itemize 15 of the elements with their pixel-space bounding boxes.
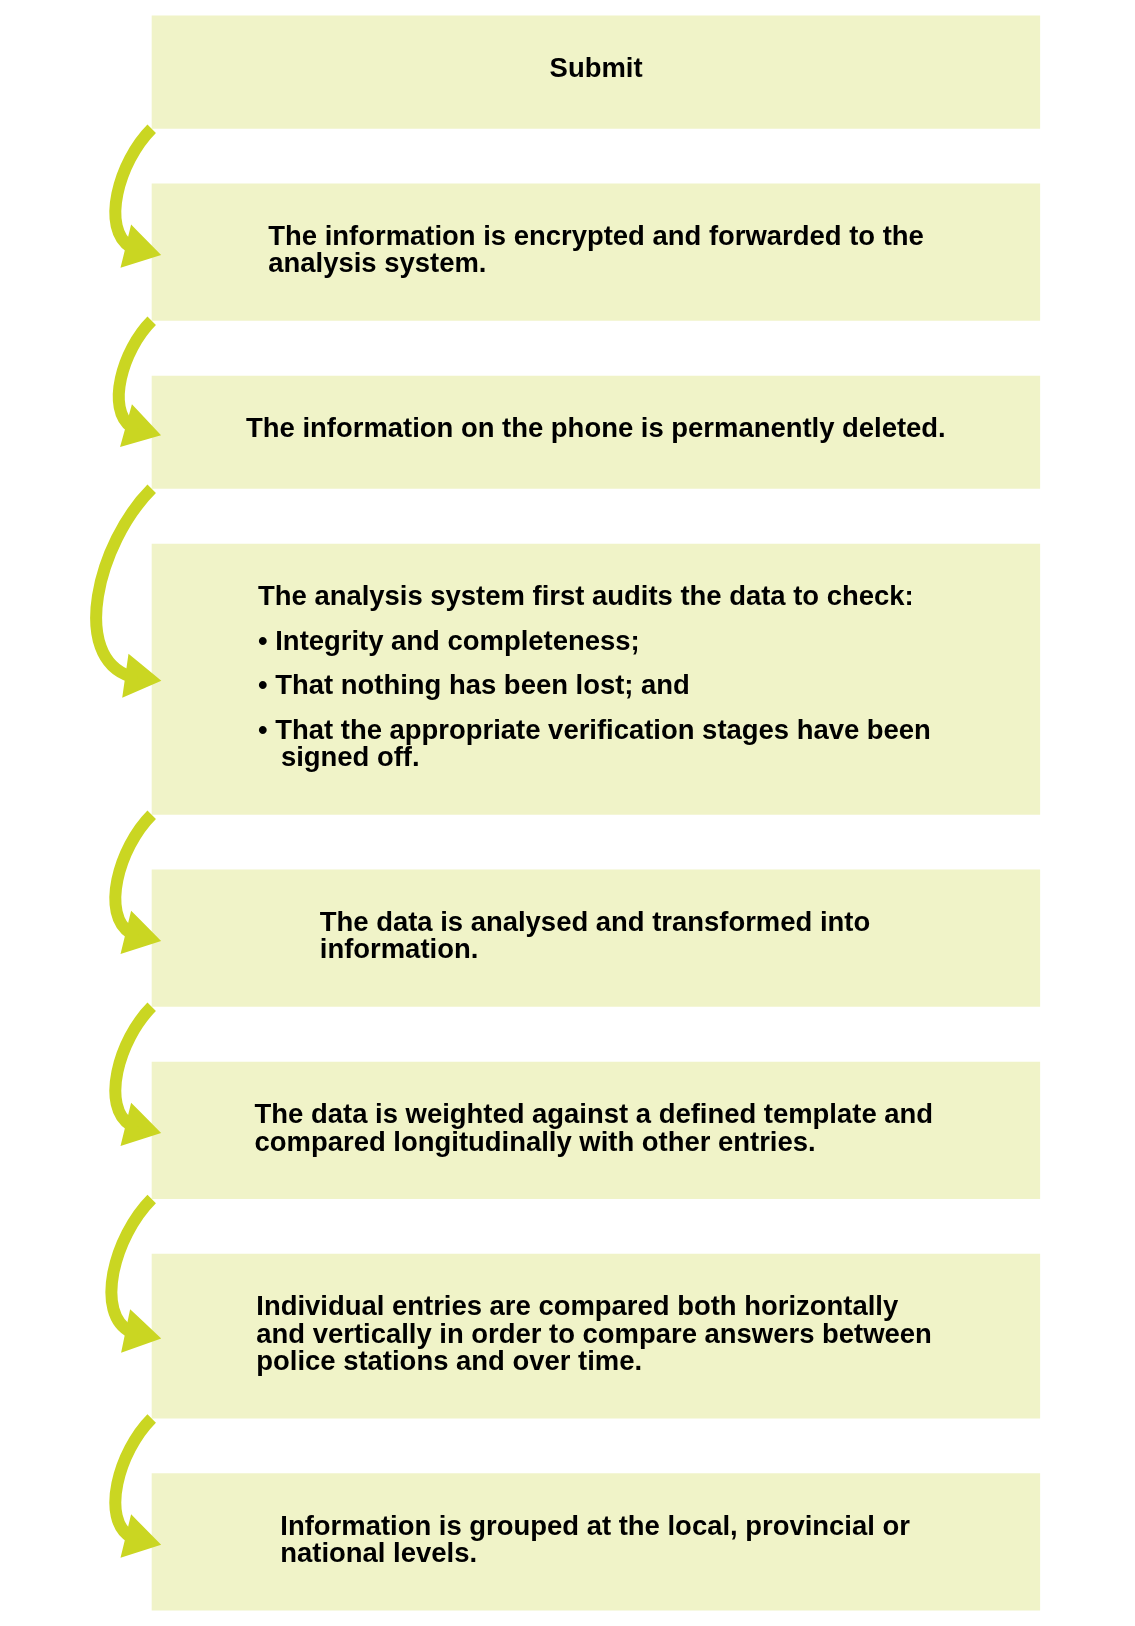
arrow: [108, 1414, 161, 1558]
node-box: Submit: [151, 15, 1040, 129]
node-box: Information is grouped at the local, provincial or national levels.: [151, 1473, 1040, 1611]
node-box: The information on the phone is permanently deleted.: [151, 375, 1040, 489]
arrow: [108, 810, 161, 954]
node-box: The data is analysed and transformed into information.: [151, 869, 1040, 1007]
node-box: The data is weighted against a defined template and compared longitudinally with other entries.: [151, 1061, 1040, 1199]
arrow: [108, 124, 161, 268]
arrow: [112, 316, 161, 448]
arrow: [105, 1194, 161, 1353]
arrow: [89, 484, 161, 698]
node-box: The analysis system first audits the data to check: • Integrity and completeness; • That nothing has been lost; and • That the appropriate verification stages have been signed off.: [151, 543, 1040, 815]
node-box: Individual entries are compared both horizontally and vertically in order to compare answers between police stations and over time.: [151, 1253, 1040, 1419]
arrow: [108, 1002, 161, 1146]
node-box: The information is encrypted and forwarded to the analysis system.: [151, 183, 1040, 321]
